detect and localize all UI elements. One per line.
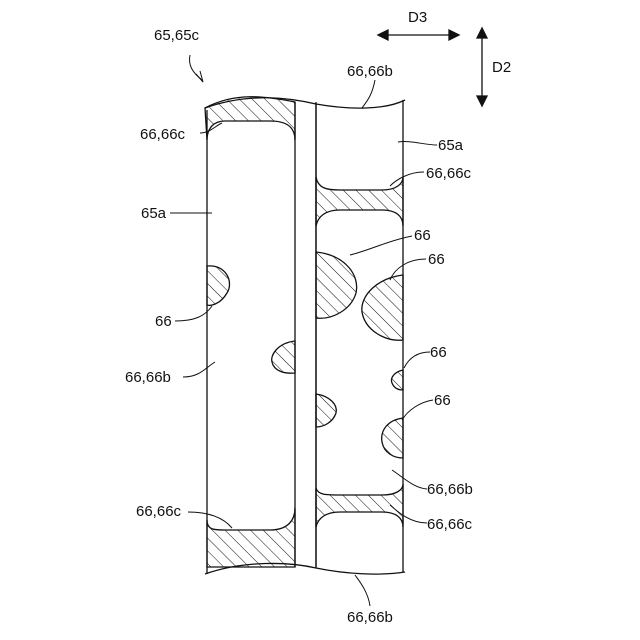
label-right-66-c: 66 (430, 344, 447, 361)
left-bottom-wall-66c (207, 508, 295, 567)
label-mid-66-a: 66 (414, 227, 431, 244)
label-bottom-left-66c: 66,66c (136, 503, 182, 520)
right-channel (316, 177, 403, 527)
right-bump-large-right (362, 275, 403, 340)
label-top-right-66b: 66,66b (347, 63, 393, 80)
label-right-66-d: 66 (434, 392, 451, 409)
label-right-65a: 65a (438, 137, 464, 154)
label-assembly: 65,65c (154, 27, 200, 44)
label-left-65a: 65a (141, 205, 167, 222)
right-bump-small-right (391, 370, 403, 390)
label-right-lower-66c: 66,66c (427, 516, 473, 533)
label-top-left-66c: 66,66c (140, 126, 186, 143)
direction-d2-arrow (477, 28, 487, 106)
label-d3: D3 (408, 9, 427, 26)
direction-d3-arrow (378, 30, 459, 40)
left-walls (207, 102, 295, 574)
left-channel (205, 97, 295, 567)
label-mid-66-b: 66 (428, 251, 445, 268)
label-left-66b: 66,66b (125, 369, 171, 386)
label-right-upper-66c: 66,66c (426, 165, 472, 182)
left-bump-66 (207, 266, 230, 305)
right-bump-large-left (316, 252, 357, 318)
right-upper-crossbar-66c (316, 177, 403, 226)
label-left-66: 66 (155, 313, 172, 330)
label-d2: D2 (492, 59, 511, 76)
right-bump-small-left (316, 394, 336, 427)
label-bottom-66b: 66,66b (347, 609, 393, 626)
left-right-bump-66 (272, 341, 295, 373)
label-right-66b: 66,66b (427, 481, 473, 498)
right-bump-lower-right (382, 418, 403, 458)
